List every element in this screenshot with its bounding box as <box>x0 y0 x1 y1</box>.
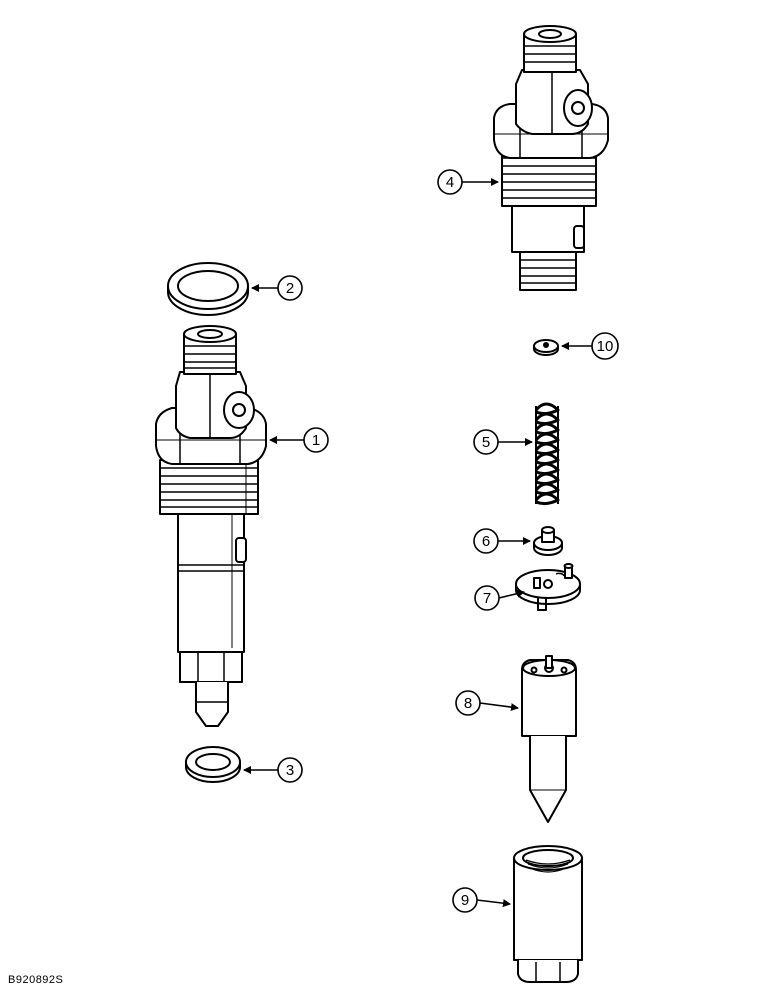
callout-8-label: 8 <box>464 695 472 712</box>
intermediate-plate <box>515 563 581 611</box>
callout-10-label: 10 <box>597 338 614 355</box>
callout-2-label: 2 <box>286 280 294 297</box>
shim <box>533 339 559 356</box>
spring <box>534 402 560 506</box>
upper-seal-ring <box>167 262 249 316</box>
callout-10: 10 <box>561 332 619 360</box>
figure-id: B920892S <box>8 974 64 986</box>
nozzle <box>521 655 577 823</box>
callout-6: 6 <box>473 528 531 554</box>
callout-4-label: 4 <box>446 174 454 191</box>
callout-9-label: 9 <box>461 892 469 909</box>
callout-5-label: 5 <box>482 434 490 451</box>
spring-seat <box>533 526 563 556</box>
callout-4: 4 <box>437 169 499 195</box>
lower-washer <box>185 746 241 783</box>
callout-9: 9 <box>452 887 511 913</box>
callout-1-label: 1 <box>312 432 320 449</box>
retaining-nut <box>513 845 583 983</box>
callout-5: 5 <box>473 429 533 455</box>
callout-1: 1 <box>269 427 329 453</box>
callout-7: 7 <box>474 585 525 611</box>
callout-6-label: 6 <box>482 533 490 550</box>
callout-3: 3 <box>243 757 303 783</box>
callout-3-label: 3 <box>286 762 294 779</box>
callout-7-label: 7 <box>483 590 491 607</box>
injector-assembly <box>155 325 267 727</box>
nozzle-holder-body <box>493 25 609 291</box>
callout-8: 8 <box>455 690 519 716</box>
callout-2: 2 <box>251 275 303 301</box>
